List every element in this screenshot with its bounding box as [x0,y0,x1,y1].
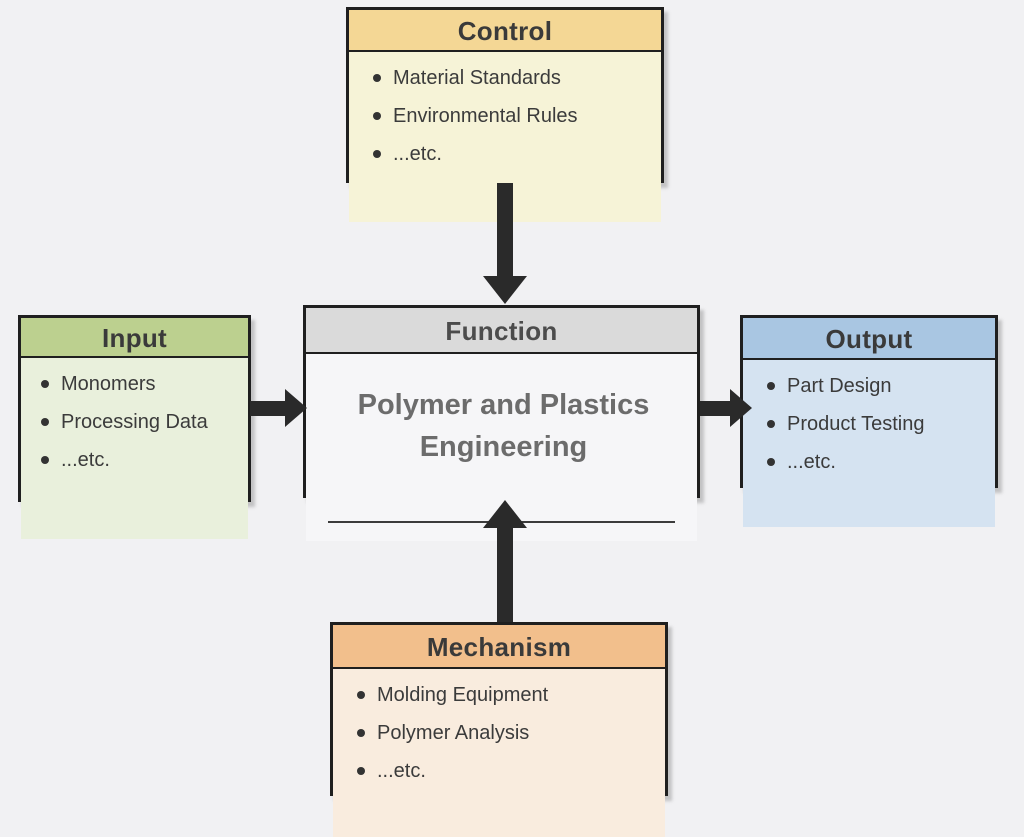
list-item: Material Standards [363,66,651,90]
output-box: Output Part Design Product Testing ...et… [740,315,998,527]
list-item: Product Testing [757,412,985,436]
mechanism-item-list: Molding Equipment Polymer Analysis ...et… [347,683,655,783]
list-item: ...etc. [757,450,985,474]
output-item-list: Part Design Product Testing ...etc. [757,374,985,474]
arrow-shaft [250,401,286,416]
arrow-shaft [700,401,731,416]
function-title: Polymer and Plastics Engineering [357,389,650,463]
list-item: Processing Data [31,410,238,434]
input-body: Monomers Processing Data ...etc. [21,358,248,539]
function-body: Polymer and Plastics Engineering [306,354,697,541]
input-box: Input Monomers Processing Data ...etc. [18,315,251,539]
list-item: Polymer Analysis [347,721,655,745]
arrow-shaft [497,183,513,278]
input-header: Input [21,318,248,358]
arrow-head [730,389,752,427]
output-body: Part Design Product Testing ...etc. [743,360,995,527]
mechanism-box: Mechanism Molding Equipment Polymer Anal… [330,622,668,837]
output-header: Output [743,318,995,360]
list-item: ...etc. [31,448,238,472]
control-box: Control Material Standards Environmental… [346,7,664,222]
list-item: Part Design [757,374,985,398]
list-item: ...etc. [347,759,655,783]
list-item: ...etc. [363,142,651,166]
arrow-head [483,500,527,528]
list-item: Monomers [31,372,238,396]
idef0-diagram: Control Material Standards Environmental… [18,7,998,837]
mechanism-header: Mechanism [333,625,665,669]
control-header: Control [349,10,661,52]
control-item-list: Material Standards Environmental Rules .… [363,66,651,166]
input-item-list: Monomers Processing Data ...etc. [31,372,238,472]
mechanism-body: Molding Equipment Polymer Analysis ...et… [333,669,665,837]
list-item: Molding Equipment [347,683,655,707]
arrow-head [483,276,527,304]
arrow-head [285,389,307,427]
function-box: Function Polymer and Plastics Engineerin… [303,305,700,541]
list-item: Environmental Rules [363,104,651,128]
function-header: Function [306,308,697,354]
arrow-shaft [497,527,513,622]
